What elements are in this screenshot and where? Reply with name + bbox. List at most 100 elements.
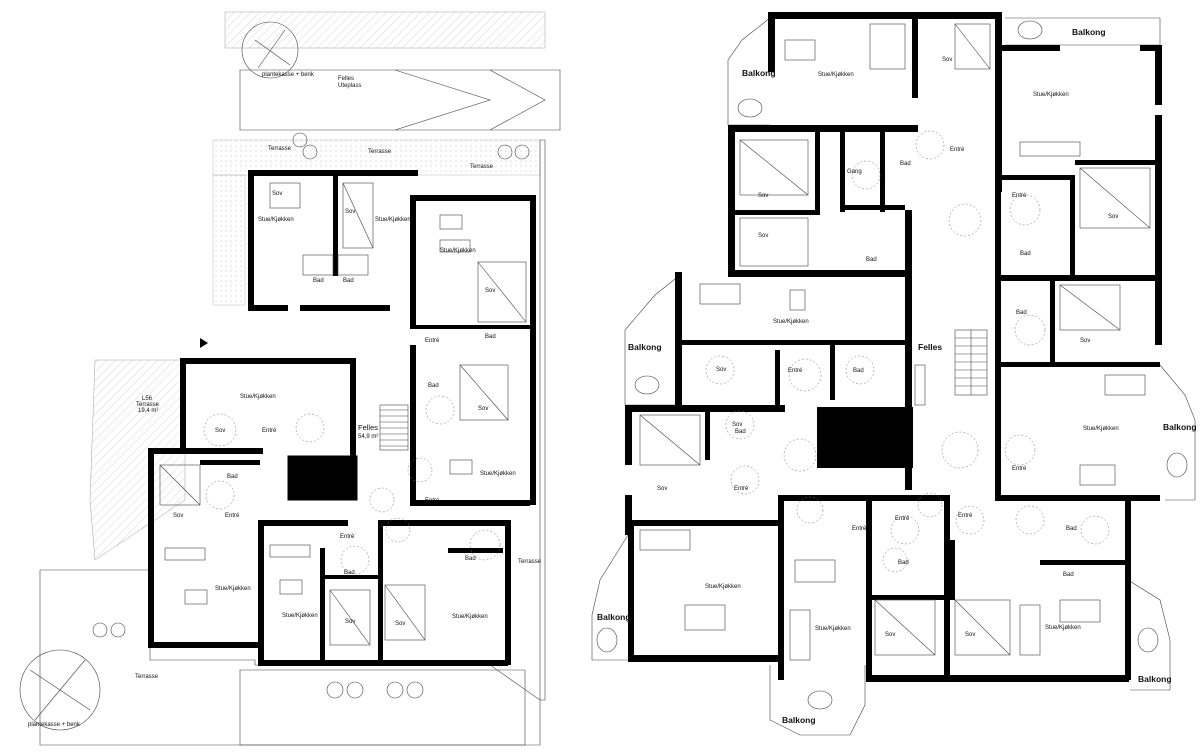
label-terrasse-5: Terrasse — [135, 674, 159, 680]
label-felles-ute-1: Felles — [338, 76, 354, 82]
right-building-walls — [625, 12, 1162, 682]
left-door-swings — [203, 395, 501, 575]
label-entre-r3: Entré — [788, 368, 803, 374]
label-sov-r9: Sov — [885, 632, 895, 638]
label-sov-6: Sov — [173, 513, 183, 519]
label-entre-r7: Entré — [958, 513, 973, 519]
right-furniture — [596, 20, 1188, 710]
label-entre-2: Entré — [262, 428, 277, 434]
label-gang: Gang — [847, 169, 862, 175]
label-plantekasse-top: plantekasse + benk — [262, 72, 315, 78]
label-sov-7: Sov — [345, 619, 355, 625]
label-bad-2: Bad — [343, 278, 354, 284]
label-sov-r8: Sov — [657, 486, 667, 492]
label-balkong-4: Balkong — [1163, 422, 1197, 432]
right-door-swings — [705, 130, 1110, 573]
label-entre-3: Entré — [425, 498, 440, 504]
label-entre-r6: Entré — [895, 516, 910, 522]
label-stue-2: Stue/Kjøkken — [375, 217, 411, 223]
label-entre-1: Entré — [425, 338, 440, 344]
label-entre-r5: Entré — [734, 486, 749, 492]
right-interior-lines — [639, 23, 1151, 661]
label-bad-6: Bad — [344, 570, 355, 576]
label-stue-1: Stue/Kjøkken — [258, 217, 294, 223]
label-felles-ute-2: Uteplass — [338, 83, 361, 89]
label-stue-6: Stue/Kjøkken — [215, 586, 251, 592]
label-balkong-5: Balkong — [597, 612, 631, 622]
label-bad-4: Bad — [428, 383, 439, 389]
label-terrasse-l56-1: L56 — [142, 396, 153, 402]
label-bad-r9: Bad — [1063, 572, 1074, 578]
label-sov-r3: Sov — [758, 233, 768, 239]
label-sov-r7: Sov — [732, 422, 742, 428]
felles-uteplass-area — [239, 69, 561, 131]
label-plantekasse-bottom: plantekasse + benk — [28, 722, 81, 728]
label-entre-r4: Entré — [1012, 466, 1027, 472]
label-stue-7: Stue/Kjøkken — [282, 613, 318, 619]
entrance-arrow-icon — [200, 338, 208, 348]
label-bad-r5: Bad — [853, 368, 864, 374]
label-sov-2: Sov — [345, 209, 355, 215]
label-sov-r5: Sov — [1080, 338, 1090, 344]
label-stue-8: Stue/Kjøkken — [452, 614, 488, 620]
label-entre-r8: Entré — [852, 526, 867, 532]
label-bad-r6: Bad — [735, 429, 746, 435]
label-stue-3: Stue/Kjøkken — [440, 248, 476, 254]
label-stue-r2: Stue/Kjøkken — [1033, 92, 1069, 98]
label-bad-3: Bad — [485, 334, 496, 340]
label-stue-r7: Stue/Kjøkken — [1045, 625, 1081, 631]
left-furniture — [92, 132, 530, 699]
label-sov-r4: Sov — [1108, 214, 1118, 220]
label-terrasse-l56-2: Terrasse — [136, 402, 160, 408]
left-plan: plantekasse + benk Felles Uteplass Terra… — [19, 11, 561, 746]
label-balkong-3: Balkong — [628, 342, 662, 352]
label-stue-r6: Stue/Kjøkken — [815, 626, 851, 632]
label-sov-5: Sov — [215, 428, 225, 434]
label-terrasse-1: Terrasse — [268, 146, 292, 152]
paving-top — [224, 11, 546, 49]
label-stue-r5: Stue/Kjøkken — [705, 584, 741, 590]
label-entre-5: Entré — [340, 534, 355, 540]
right-stairs — [954, 329, 988, 396]
label-sov-1: Sov — [272, 191, 282, 197]
label-stue-r3: Stue/Kjøkken — [773, 319, 809, 325]
label-bad-r3: Bad — [1020, 251, 1031, 257]
label-stue-r4: Stue/Kjøkken — [1083, 426, 1119, 432]
right-balconies — [591, 17, 1196, 736]
label-entre-4: Entré — [225, 513, 240, 519]
label-bad-1: Bad — [313, 278, 324, 284]
label-sov-r2: Sov — [758, 193, 768, 199]
label-sov-3: Sov — [485, 288, 495, 294]
label-entre-r2: Entré — [1012, 193, 1027, 199]
label-felles-1: Felles — [358, 423, 378, 432]
label-terrasse-4: Terrasse — [518, 559, 542, 565]
label-bad-r1: Bad — [900, 161, 911, 167]
label-entre-r1: Entré — [950, 147, 965, 153]
left-stairs — [379, 404, 409, 451]
label-sov-8: Sov — [395, 621, 405, 627]
right-plan: Balkong Balkong Balkong Balkong Balkong … — [591, 12, 1197, 736]
label-sov-r10: Sov — [965, 632, 975, 638]
label-balkong-2: Balkong — [1072, 27, 1106, 37]
label-sov-4: Sov — [478, 406, 488, 412]
left-interior-lines — [159, 182, 527, 646]
tree-icon-bottom — [19, 649, 101, 731]
label-terrasse-3: Terrasse — [470, 164, 494, 170]
label-balkong-6: Balkong — [1138, 674, 1172, 684]
label-sov-r6: Sov — [716, 367, 726, 373]
label-bad-r2: Bad — [866, 257, 877, 263]
label-stue-5: Stue/Kjøkken — [480, 471, 516, 477]
label-terrasse-l56-3: 19,4 m² — [138, 408, 158, 414]
label-stue-4: Stue/Kjøkken — [240, 394, 276, 400]
label-bad-5: Bad — [227, 474, 238, 480]
label-felles-r: Felles — [918, 342, 942, 352]
label-bad-7: Bad — [465, 556, 476, 562]
terrace-bottom — [39, 569, 541, 746]
label-bad-r4: Bad — [1016, 310, 1027, 316]
label-balkong-1: Balkong — [742, 68, 776, 78]
label-bad-r7: Bad — [1066, 526, 1077, 532]
label-sov-r1: Sov — [942, 57, 952, 63]
tree-icon — [241, 21, 299, 79]
